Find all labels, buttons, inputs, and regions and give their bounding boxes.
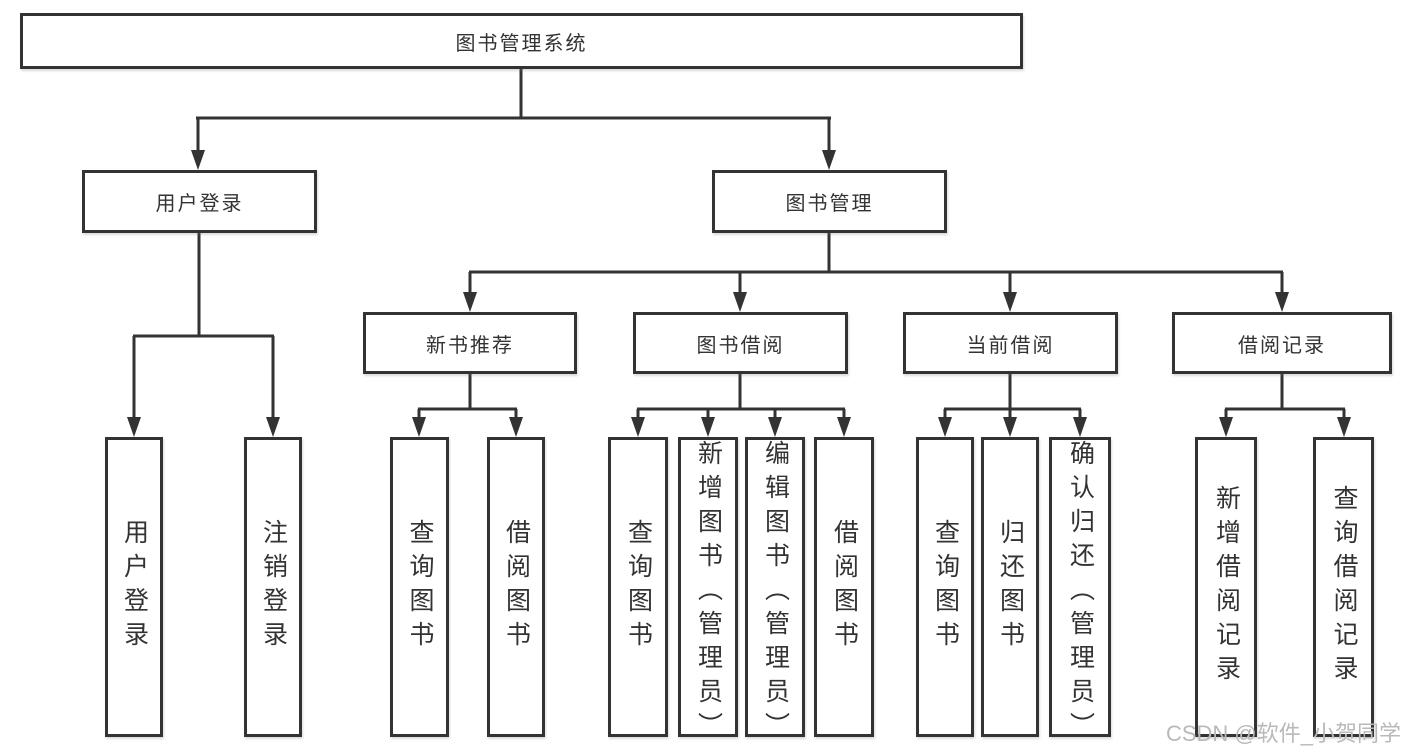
leaf-query-books-borrow: 查询图书 (608, 437, 668, 737)
node-label: 编辑图书（管理员） (761, 440, 790, 746)
node-label: 新增借阅记录 (1212, 485, 1241, 689)
leaf-query-borrow-record: 查询借阅记录 (1313, 437, 1374, 737)
node-borrow-records: 借阅记录 (1172, 312, 1392, 374)
node-label: 新书推荐 (426, 334, 514, 357)
node-label: 归还图书 (996, 519, 1025, 655)
leaf-logout: 注销登录 (244, 437, 302, 737)
leaf-add-books-admin: 新增图书（管理员） (678, 437, 738, 746)
node-label: 图书管理系统 (455, 32, 588, 55)
leaf-borrow-books: 借阅图书 (814, 437, 874, 737)
node-label: 查询借阅记录 (1330, 485, 1358, 689)
node-label: 查询图书 (931, 519, 960, 655)
node-label: 注销登录 (259, 519, 288, 655)
node-library-management-system: 图书管理系统 (20, 13, 1023, 69)
node-label: 借阅记录 (1238, 334, 1326, 357)
node-label: 借阅图书 (830, 519, 859, 655)
node-current-borrow: 当前借阅 (903, 312, 1118, 374)
leaf-user-login: 用户登录 (105, 437, 163, 737)
node-new-book-recommend: 新书推荐 (363, 312, 577, 374)
node-book-management: 图书管理 (712, 170, 947, 233)
node-label: 借阅图书 (502, 519, 531, 655)
node-label: 图书借阅 (696, 334, 785, 357)
node-book-borrow: 图书借阅 (633, 312, 848, 374)
node-user-login: 用户登录 (82, 170, 317, 233)
leaf-confirm-return-admin: 确认归还（管理员） (1049, 437, 1111, 746)
leaf-query-books-current: 查询图书 (916, 437, 974, 737)
node-label: 确认归还（管理员） (1066, 440, 1095, 746)
node-label: 查询图书 (406, 519, 434, 655)
node-label: 用户登录 (155, 193, 244, 215)
leaf-return-books: 归还图书 (981, 437, 1039, 737)
leaf-edit-books-admin: 编辑图书（管理员） (745, 437, 805, 746)
node-label: 当前借阅 (966, 334, 1055, 357)
leaf-query-books-recommend: 查询图书 (390, 437, 449, 737)
node-label: 查询图书 (624, 519, 653, 655)
node-label: 新增图书（管理员） (694, 440, 723, 746)
csdn-watermark: CSDN @软件_小贺同学 (1165, 721, 1401, 746)
node-label: 图书管理 (785, 193, 874, 215)
leaf-borrow-books-recommend: 借阅图书 (487, 437, 545, 737)
node-label: 用户登录 (120, 519, 149, 655)
leaf-add-borrow-record: 新增借阅记录 (1195, 437, 1257, 737)
